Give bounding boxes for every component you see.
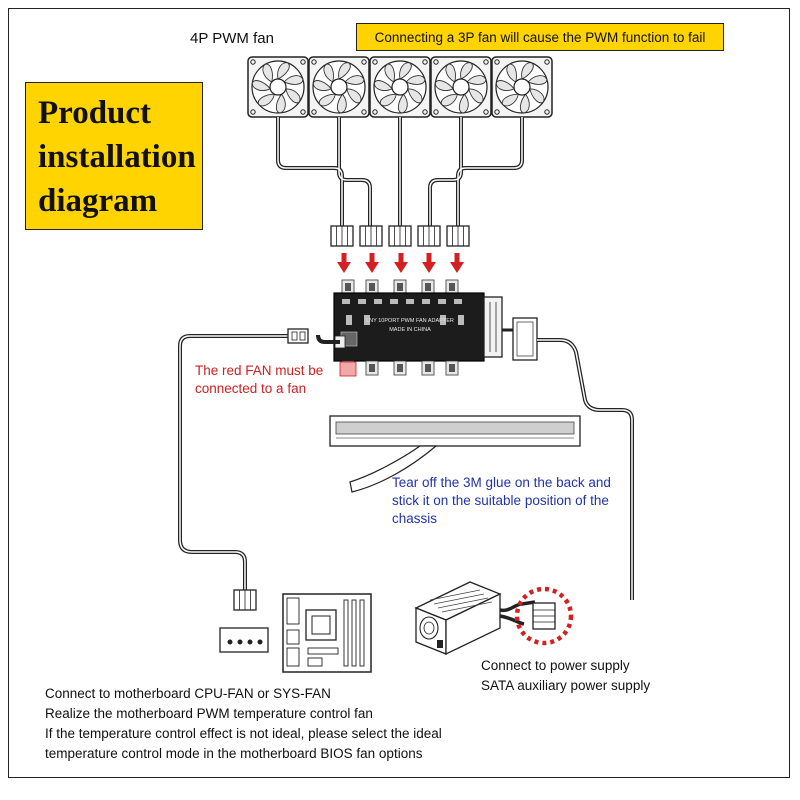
arrow-down-icon bbox=[450, 253, 464, 273]
motherboard-note-line: Connect to motherboard CPU-FAN or SYS-FA… bbox=[45, 686, 331, 701]
fan-icon bbox=[430, 56, 492, 118]
title-block: Product installation diagram bbox=[25, 82, 203, 230]
fan-connectors bbox=[330, 225, 470, 247]
red-fan-port bbox=[339, 361, 357, 377]
motherboard-icon bbox=[282, 593, 372, 673]
title-line: installation bbox=[38, 139, 196, 175]
power-supply-icon bbox=[414, 581, 536, 656]
motherboard-note-line: temperature control mode in the motherbo… bbox=[45, 746, 423, 761]
fan-title: 4P PWM fan bbox=[190, 30, 274, 47]
psu-note-line: Connect to power supply bbox=[481, 658, 630, 673]
motherboard-plug-icon bbox=[233, 589, 257, 611]
motherboard-note-line: Realize the motherboard PWM temperature … bbox=[45, 706, 373, 721]
psu-note-line: SATA auxiliary power supply bbox=[481, 678, 651, 693]
fan-hub-board: LNY 10PORT PWM FAN ADAPTER MADE IN CHINA bbox=[333, 279, 503, 377]
fan-icon bbox=[308, 56, 370, 118]
adhesive-mount-strip bbox=[329, 415, 581, 493]
connector-icon bbox=[330, 225, 354, 247]
motherboard-fan-header bbox=[219, 627, 269, 653]
diagram-frame bbox=[8, 8, 790, 778]
connector-icon bbox=[446, 225, 470, 247]
arrow-down-icon bbox=[394, 253, 408, 273]
arrow-down-icon bbox=[422, 253, 436, 273]
pwm-fans bbox=[247, 56, 553, 118]
warning-text: Connecting a 3P fan will cause the PWM f… bbox=[374, 29, 706, 45]
psu-note: Connect to power supply SATA auxiliary p… bbox=[481, 656, 650, 696]
insert-arrows bbox=[337, 253, 464, 273]
title-line: diagram bbox=[38, 183, 158, 219]
hub-origin-label: MADE IN CHINA bbox=[389, 327, 431, 333]
warning-banner: Connecting a 3P fan will cause the PWM f… bbox=[356, 23, 724, 51]
connector-icon bbox=[359, 225, 383, 247]
psu-connector-highlight bbox=[514, 586, 574, 646]
arrow-down-icon bbox=[337, 253, 351, 273]
motherboard-note-line: If the temperature control effect is not… bbox=[45, 726, 442, 741]
motherboard-note: Connect to motherboard CPU-FAN or SYS-FA… bbox=[45, 684, 442, 764]
fan-icon bbox=[247, 56, 309, 118]
motherboard-cable-plug bbox=[287, 328, 309, 344]
sata-cable bbox=[502, 317, 634, 600]
title-line: Product bbox=[38, 95, 152, 131]
connector-icon bbox=[388, 225, 412, 247]
glue-note: Tear off the 3M glue on the back and sti… bbox=[392, 475, 611, 526]
arrow-down-icon bbox=[365, 253, 379, 273]
fan-icon bbox=[491, 56, 553, 118]
hub-label: LNY 10PORT PWM FAN ADAPTER bbox=[366, 318, 454, 324]
fan-icon bbox=[369, 56, 431, 118]
connector-icon bbox=[417, 225, 441, 247]
red-fan-note: The red FAN must be connected to a fan bbox=[195, 363, 324, 396]
